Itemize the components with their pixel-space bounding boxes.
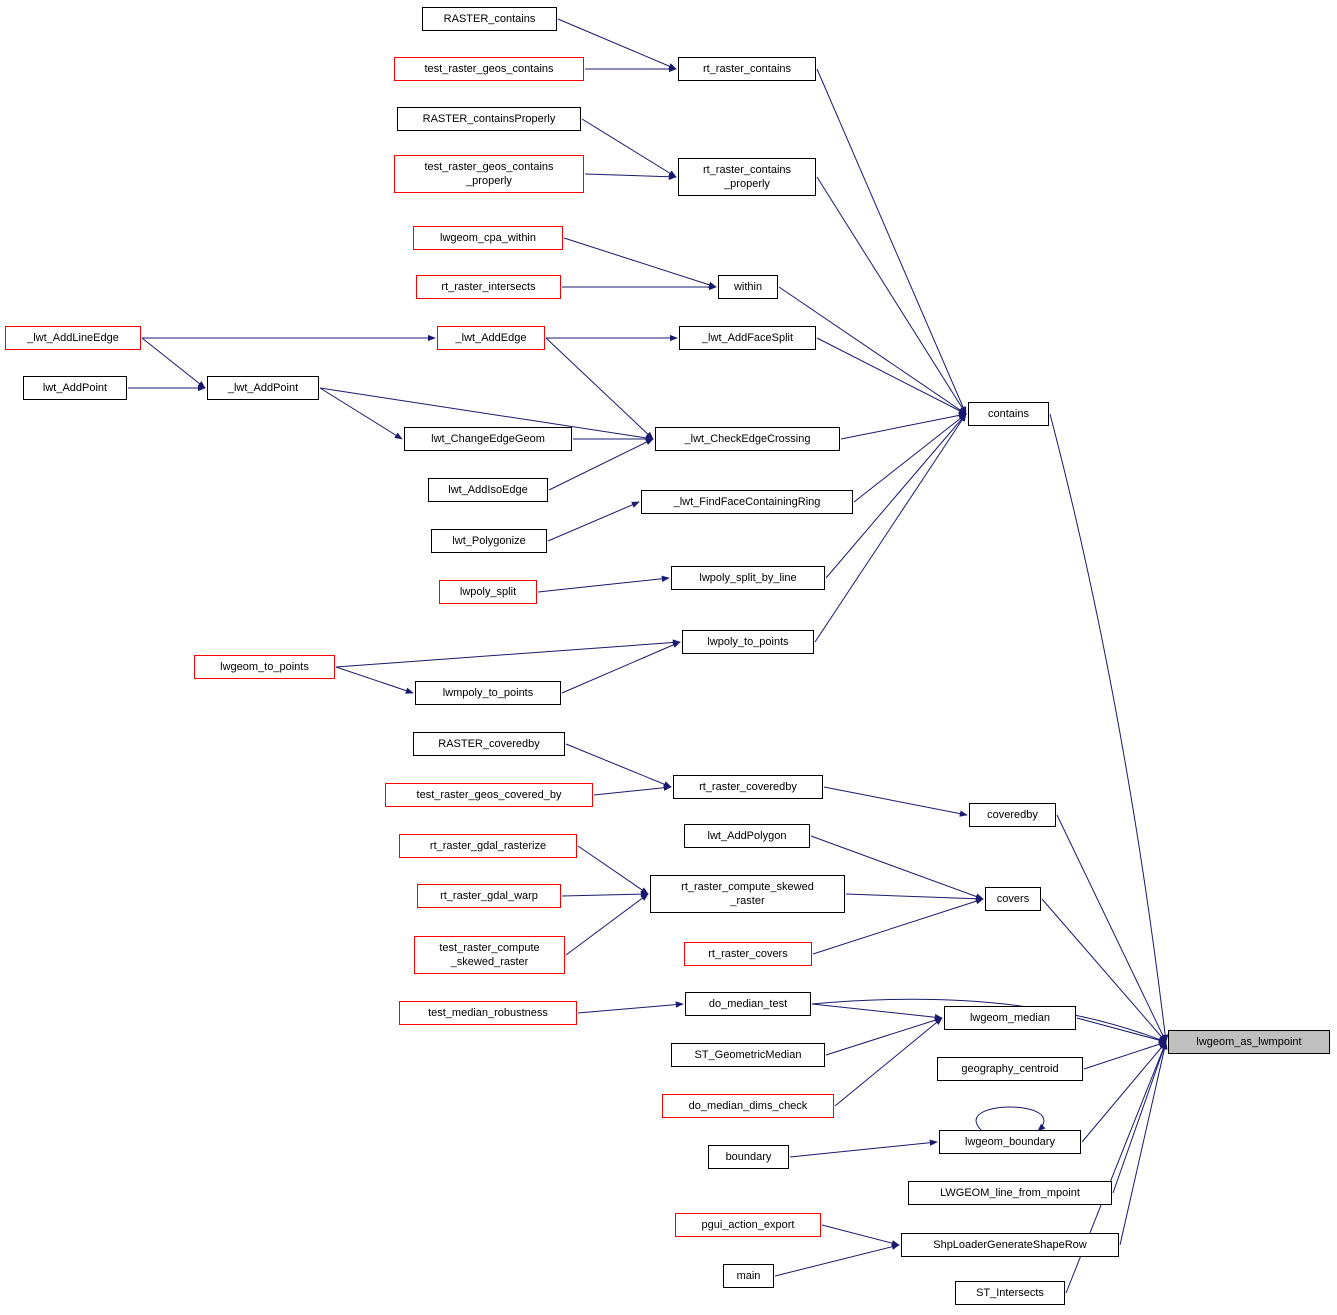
graph-edge-lwgeom_boundary--lwgeom_as_lwmpoint: [1081, 1041, 1167, 1143]
graph-edge-lwpoly_split_by_line--contains: [825, 413, 967, 579]
graph-node-lwgeom_to_points[interactable]: lwgeom_to_points: [194, 655, 335, 679]
graph-node-lwpoly_split[interactable]: lwpoly_split: [439, 580, 537, 604]
graph-edge-lwpoly_to_points--contains: [814, 413, 967, 643]
graph-node-lwt_AddPolygon[interactable]: lwt_AddPolygon: [684, 824, 810, 848]
graph-edge-lwt_Polygonize--_lwt_FindFaceContainingRing: [547, 501, 640, 542]
graph-node-covers[interactable]: covers: [985, 887, 1041, 911]
graph-node-within[interactable]: within: [718, 275, 778, 299]
graph-edge-lwpoly_split--lwpoly_split_by_line: [537, 575, 670, 593]
graph-edge-_lwt_AddEdge--_lwt_CheckEdgeCrossing: [545, 337, 654, 440]
graph-edge-coveredby--lwgeom_as_lwmpoint: [1056, 814, 1167, 1043]
graph-node-pgui_action_export[interactable]: pgui_action_export: [675, 1213, 821, 1237]
graph-edge-lwt_AddPolygon--covers: [810, 835, 984, 900]
graph-node-main[interactable]: main: [723, 1264, 774, 1288]
graph-node-lwgeom_median[interactable]: lwgeom_median: [944, 1006, 1076, 1030]
graph-edge-boundary--lwgeom_boundary: [789, 1139, 938, 1158]
graph-node-do_median_dims_check[interactable]: do_median_dims_check: [662, 1094, 834, 1118]
graph-node-lwmpoly_to_points[interactable]: lwmpoly_to_points: [415, 681, 561, 705]
graph-edge-do_median_dims_check--lwgeom_median: [834, 1017, 943, 1107]
graph-edge-_lwt_AddFaceSplit--contains: [816, 337, 967, 415]
graph-edge-_lwt_FindFaceContainingRing--contains: [853, 413, 967, 503]
graph-edge-within--contains: [778, 286, 967, 415]
graph-node-test_raster_geos_contains[interactable]: test_raster_geos_contains: [394, 57, 584, 81]
graph-node-contains[interactable]: contains: [968, 402, 1049, 426]
graph-node-RASTER_contains[interactable]: RASTER_contains: [422, 7, 557, 31]
graph-node-rt_raster_contains[interactable]: rt_raster_contains: [678, 57, 816, 81]
graph-node-rt_raster_gdal_rasterize[interactable]: rt_raster_gdal_rasterize: [399, 834, 577, 858]
graph-edge-lwmpoly_to_points--lwpoly_to_points: [561, 641, 681, 694]
graph-node-RASTER_coveredby[interactable]: RASTER_coveredby: [413, 732, 565, 756]
graph-edge-test_raster_geos_contains_properly--rt_raster_contains_properly: [584, 173, 677, 180]
graph-edge-LWGEOM_line_from_mpoint--lwgeom_as_lwmpoint: [1112, 1041, 1167, 1194]
graph-node-rt_raster_gdal_warp[interactable]: rt_raster_gdal_warp: [417, 884, 561, 908]
graph-node-_lwt_AddPoint[interactable]: _lwt_AddPoint: [207, 376, 319, 400]
graph-node-lwgeom_cpa_within[interactable]: lwgeom_cpa_within: [413, 226, 563, 250]
graph-edge-_lwt_AddPoint--_lwt_CheckEdgeCrossing: [319, 387, 654, 442]
graph-edge-ShpLoaderGenerateShapeRow--lwgeom_as_lwmpoint: [1119, 1041, 1168, 1246]
graph-node-lwt_AddIsoEdge[interactable]: lwt_AddIsoEdge: [428, 478, 548, 502]
graph-edge-covers--lwgeom_as_lwmpoint: [1041, 898, 1167, 1043]
graph-node-rt_raster_coveredby[interactable]: rt_raster_coveredby: [673, 775, 823, 799]
graph-node-_lwt_AddFaceSplit[interactable]: _lwt_AddFaceSplit: [679, 326, 816, 350]
graph-node-test_raster_geos_covered_by[interactable]: test_raster_geos_covered_by: [385, 783, 593, 807]
graph-node-ST_GeometricMedian[interactable]: ST_GeometricMedian: [671, 1043, 825, 1067]
graph-edge-lwgeom_boundary--lwgeom_boundary: [975, 1106, 1046, 1132]
graph-edge-contains--lwgeom_as_lwmpoint: [1049, 413, 1169, 1043]
graph-node-_lwt_AddLineEdge[interactable]: _lwt_AddLineEdge: [5, 326, 141, 350]
graph-node-lwt_ChangeEdgeGeom[interactable]: lwt_ChangeEdgeGeom: [404, 427, 572, 451]
graph-edge-lwt_AddIsoEdge--_lwt_CheckEdgeCrossing: [548, 438, 654, 491]
graph-node-_lwt_AddEdge[interactable]: _lwt_AddEdge: [437, 326, 545, 350]
graph-edge-test_median_robustness--do_median_test: [577, 1001, 684, 1014]
graph-node-lwgeom_as_lwmpoint[interactable]: lwgeom_as_lwmpoint: [1168, 1030, 1330, 1054]
graph-node-rt_raster_contains_properly[interactable]: rt_raster_contains _properly: [678, 158, 816, 196]
graph-node-lwt_Polygonize[interactable]: lwt_Polygonize: [431, 529, 547, 553]
graph-edge-_lwt_AddLineEdge--_lwt_AddPoint: [141, 337, 206, 389]
graph-node-LWGEOM_line_from_mpoint[interactable]: LWGEOM_line_from_mpoint: [908, 1181, 1112, 1205]
graph-edge-RASTER_contains--rt_raster_contains: [557, 18, 677, 70]
graph-node-coveredby[interactable]: coveredby: [969, 803, 1056, 827]
graph-edge-rt_raster_contains_properly--contains: [816, 176, 967, 415]
graph-node-test_median_robustness[interactable]: test_median_robustness: [399, 1001, 577, 1025]
graph-node-lwgeom_boundary[interactable]: lwgeom_boundary: [939, 1130, 1081, 1154]
graph-node-boundary[interactable]: boundary: [708, 1145, 789, 1169]
graph-node-test_raster_geos_contains_properly[interactable]: test_raster_geos_contains _properly: [394, 155, 584, 193]
graph-edge-_lwt_AddPoint--lwt_ChangeEdgeGeom: [319, 387, 403, 440]
graph-edge-main--ShpLoaderGenerateShapeRow: [774, 1243, 900, 1277]
graph-node-RASTER_containsProperly[interactable]: RASTER_containsProperly: [397, 107, 581, 131]
graph-edge-_lwt_CheckEdgeCrossing--contains: [840, 412, 967, 440]
graph-edge-RASTER_coveredby--rt_raster_coveredby: [565, 743, 672, 788]
graph-edge-lwgeom_cpa_within--within: [563, 237, 717, 288]
graph-edge-pgui_action_export--ShpLoaderGenerateShapeRow: [821, 1224, 900, 1247]
graph-edge-rt_raster_gdal_warp--rt_raster_compute_skewed_raster: [561, 890, 649, 898]
graph-edge-do_median_test--lwgeom_as_lwmpoint: [811, 998, 1167, 1043]
graph-node-lwt_AddPoint[interactable]: lwt_AddPoint: [23, 376, 127, 400]
graph-edge-rt_raster_compute_skewed_raster--covers: [845, 893, 984, 902]
graph-edge-ST_GeometricMedian--lwgeom_median: [825, 1017, 943, 1056]
graph-node-rt_raster_intersects[interactable]: rt_raster_intersects: [416, 275, 561, 299]
graph-edge-rt_raster_gdal_rasterize--rt_raster_compute_skewed_raster: [577, 845, 649, 895]
graph-edge-rt_raster_contains--contains: [816, 68, 967, 415]
graph-edge-test_raster_compute_skewed_raster--rt_raster_compute_skewed_raster: [565, 893, 649, 956]
graph-node-geography_centroid[interactable]: geography_centroid: [937, 1057, 1083, 1081]
graph-node-test_raster_compute_skewed_raster[interactable]: test_raster_compute _skewed_raster: [414, 936, 565, 974]
graph-node-rt_raster_covers[interactable]: rt_raster_covers: [684, 942, 812, 966]
graph-edge-lwgeom_to_points--lwpoly_to_points: [335, 639, 681, 668]
graph-edge-lwgeom_to_points--lwmpoly_to_points: [335, 666, 414, 694]
graph-edge-test_raster_geos_covered_by--rt_raster_coveredby: [593, 784, 672, 796]
graph-node-lwpoly_split_by_line[interactable]: lwpoly_split_by_line: [671, 566, 825, 590]
graph-node-lwpoly_to_points[interactable]: lwpoly_to_points: [682, 630, 814, 654]
graph-edge-geography_centroid--lwgeom_as_lwmpoint: [1083, 1041, 1167, 1070]
graph-node-ST_Intersects[interactable]: ST_Intersects: [955, 1281, 1065, 1305]
graph-node-do_median_test[interactable]: do_median_test: [685, 992, 811, 1016]
graph-edge-lwgeom_median--lwgeom_as_lwmpoint: [1076, 1017, 1167, 1044]
graph-node-rt_raster_compute_skewed_raster[interactable]: rt_raster_compute_skewed _raster: [650, 875, 845, 913]
graph-edge-rt_raster_coveredby--coveredby: [823, 786, 968, 817]
graph-node-ShpLoaderGenerateShapeRow[interactable]: ShpLoaderGenerateShapeRow: [901, 1233, 1119, 1257]
graph-node-_lwt_FindFaceContainingRing[interactable]: _lwt_FindFaceContainingRing: [641, 490, 853, 514]
graph-edge-RASTER_containsProperly--rt_raster_contains_properly: [581, 118, 677, 178]
graph-node-_lwt_CheckEdgeCrossing[interactable]: _lwt_CheckEdgeCrossing: [655, 427, 840, 451]
graph-edge-do_median_test--lwgeom_median: [811, 1003, 943, 1021]
graph-edge-rt_raster_covers--covers: [812, 898, 984, 955]
